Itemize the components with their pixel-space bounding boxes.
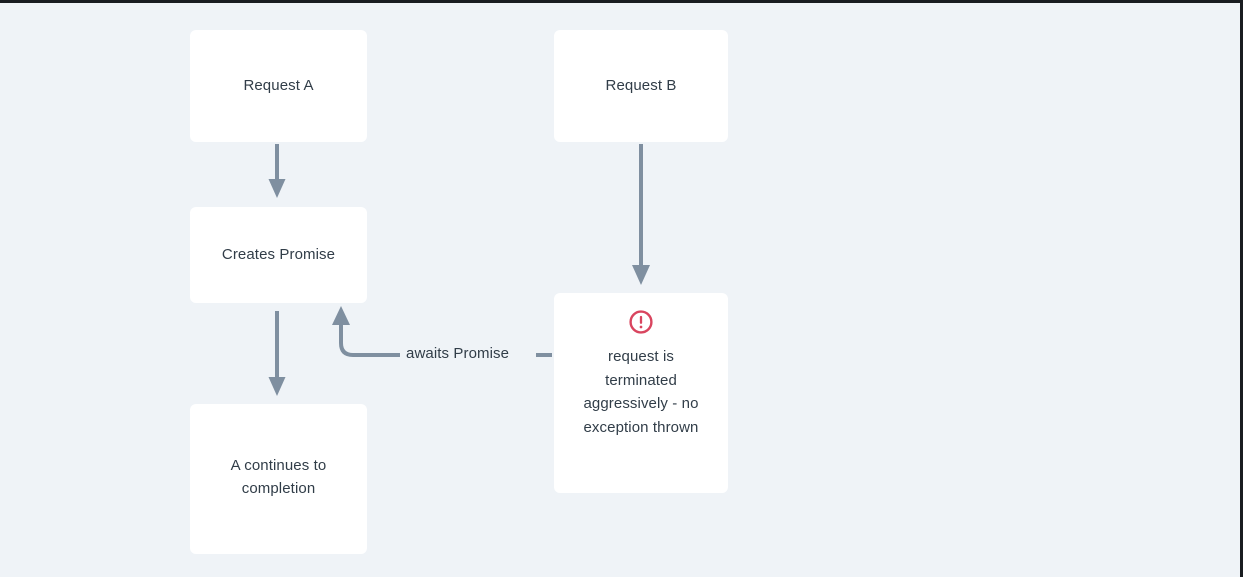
error-exclamation-circle-icon	[628, 309, 654, 335]
edge-request-b-to-terminated	[632, 144, 650, 285]
node-creates-promise-label: Creates Promise	[221, 246, 336, 264]
node-request-a[interactable]: Request A	[190, 30, 367, 142]
node-request-terminated[interactable]: request is terminated aggressively - no …	[554, 293, 728, 493]
edge-request-a-to-creates-promise	[268, 144, 286, 198]
node-request-terminated-label: request is terminated aggressively - no …	[583, 348, 699, 437]
edge-creates-promise-to-a-continues	[268, 311, 286, 396]
node-creates-promise[interactable]: Creates Promise	[190, 207, 367, 303]
node-request-a-label: Request A	[243, 77, 314, 95]
node-a-continues-to-completion-label: A continues to completion	[230, 457, 327, 498]
edge-label-awaits-promise: awaits Promise	[402, 345, 514, 362]
node-a-continues-to-completion[interactable]: A continues to completion	[190, 404, 367, 554]
node-request-b[interactable]: Request B	[554, 30, 728, 142]
node-request-b-label: Request B	[605, 77, 677, 95]
